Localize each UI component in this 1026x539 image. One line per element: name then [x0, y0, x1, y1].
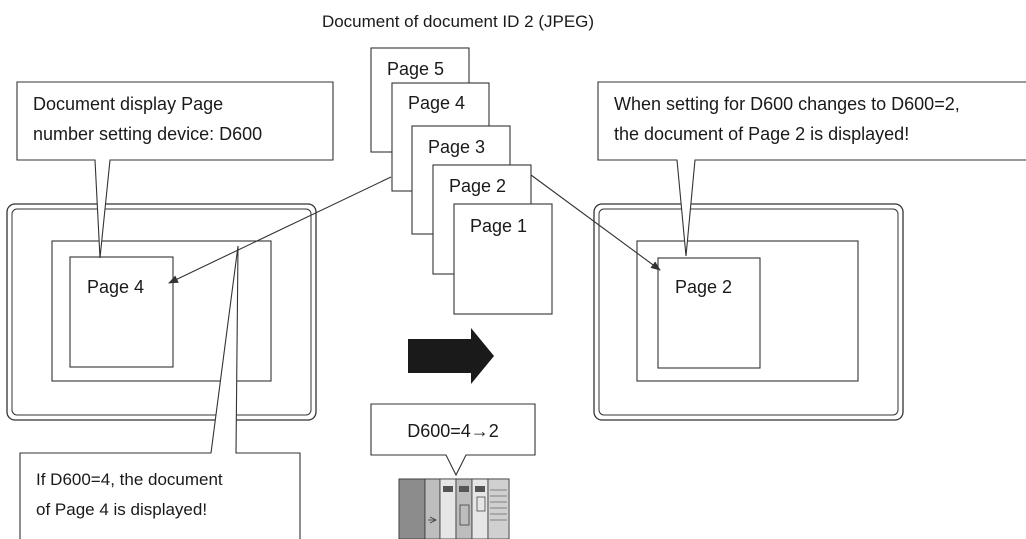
- right-monitor-inner-frame: [598, 208, 899, 416]
- left-callout-line2: number setting device: D600: [33, 124, 262, 144]
- right-monitor: Page 2: [593, 203, 904, 421]
- right-screen-page-box: [657, 257, 761, 369]
- right-callout-bubble: [597, 81, 1026, 257]
- left-monitor-inner-frame: [11, 208, 312, 416]
- right-monitor-outer-frame: [593, 203, 904, 421]
- plc-callout-label: D600=4→2: [407, 421, 499, 441]
- stack-page-label: Page 3: [428, 137, 485, 157]
- right-screen-page-label: Page 2: [675, 277, 732, 297]
- right-callout-line1: When setting for D600 changes to D600=2,: [614, 94, 960, 114]
- bottom-callout-line1: If D600=4, the document: [36, 470, 223, 489]
- stack-page: [453, 203, 553, 315]
- left-screen-page-label: Page 4: [87, 277, 144, 297]
- stack-page-label: Page 2: [449, 176, 506, 196]
- arrow-page4-to-left-screen: [168, 176, 392, 284]
- plc-callout-bubble: [370, 403, 536, 477]
- left-monitor-screen: [51, 240, 272, 382]
- right-callout-line2: the document of Page 2 is displayed!: [614, 124, 909, 144]
- page-stack: Page 5 Page 4 Page 3 Page 2 Page 1: [370, 47, 553, 315]
- plc-callout: D600=4→2: [370, 403, 536, 477]
- right-callout: When setting for D600 changes to D600=2,…: [597, 81, 1026, 257]
- bottom-callout-bubble: [19, 245, 301, 539]
- bottom-callout: If D600=4, the document of Page 4 is dis…: [19, 245, 301, 539]
- right-monitor-screen: [636, 240, 859, 382]
- document-title: Document of document ID 2 (JPEG): [322, 12, 594, 31]
- stack-page-label: Page 4: [408, 93, 465, 113]
- arrow-page2-to-right-screen: [530, 174, 661, 271]
- left-callout: Document display Page number setting dev…: [16, 81, 334, 259]
- left-callout-bubble: [16, 81, 334, 259]
- left-callout-line1: Document display Page: [33, 94, 223, 114]
- left-monitor: Page 4: [6, 203, 317, 421]
- left-monitor-outer-frame: [6, 203, 317, 421]
- left-screen-page-box: [69, 256, 174, 368]
- transition-arrow-icon: [408, 328, 494, 384]
- stack-page-label: Page 5: [387, 59, 444, 79]
- bottom-callout-line2: of Page 4 is displayed!: [36, 500, 207, 519]
- stack-page-label: Page 1: [470, 216, 527, 236]
- plc-unit-icon: [398, 478, 510, 539]
